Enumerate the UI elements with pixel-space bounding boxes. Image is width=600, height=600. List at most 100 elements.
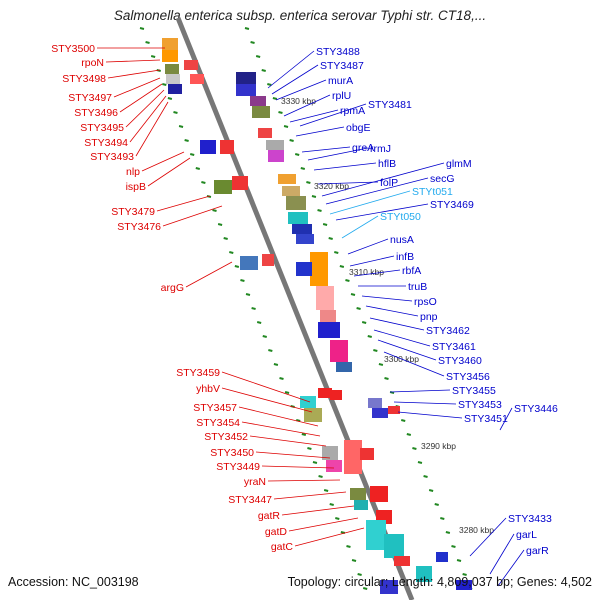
gene-label-left: STY3496 — [74, 107, 118, 119]
gene-label-left: yhbV — [196, 383, 220, 395]
genome-info: Topology: circular; Length: 4,809,037 bp… — [287, 575, 592, 589]
gene-block — [236, 84, 256, 96]
ruler-tick — [328, 237, 333, 240]
gene-label-left: yraN — [244, 476, 266, 488]
ruler-tick — [417, 461, 423, 464]
leader-line — [267, 50, 315, 89]
leader-line — [105, 59, 161, 63]
gene-block — [166, 74, 180, 84]
ruler-tick — [456, 559, 462, 562]
leader-line — [469, 517, 507, 557]
ruler-tick — [178, 125, 184, 128]
gene-label-right: STY3469 — [430, 199, 474, 211]
gene-block — [262, 254, 274, 266]
ruler-tick — [195, 167, 201, 170]
ruler-tick — [167, 97, 173, 100]
gene-block — [250, 96, 266, 106]
ruler-tick — [335, 517, 340, 520]
ruler-tick — [268, 349, 273, 352]
leader-line — [119, 83, 163, 113]
ruler-tick — [145, 41, 150, 44]
gene-block — [344, 440, 362, 474]
ruler-tick — [362, 587, 368, 590]
gene-block — [184, 60, 198, 70]
leader-line — [377, 339, 437, 361]
gene-block — [220, 140, 234, 154]
ruler-tick — [278, 111, 283, 114]
ruler-tick — [150, 55, 156, 58]
ruler-tick — [339, 265, 345, 268]
ruler-tick — [217, 223, 223, 226]
gene-label-right: STY3487 — [320, 60, 364, 72]
gene-label-left: gatC — [271, 541, 294, 553]
leader-line — [335, 203, 429, 221]
ruler-tick — [234, 265, 240, 268]
ruler-tick — [356, 307, 361, 310]
gene-block — [366, 520, 386, 550]
ruler-tick — [350, 293, 356, 296]
gene-block — [394, 556, 410, 566]
gene-block — [326, 460, 342, 472]
gene-block — [318, 388, 332, 398]
leader-line — [255, 451, 331, 459]
leader-line — [294, 527, 365, 547]
gene-label-right: nusA — [390, 234, 414, 246]
leader-line — [241, 421, 321, 437]
leader-line — [489, 533, 515, 575]
gene-label-left: STY3457 — [193, 402, 237, 414]
ruler-tick — [267, 83, 272, 86]
gene-block — [162, 38, 178, 50]
gene-block — [368, 398, 382, 408]
gene-block — [318, 322, 340, 338]
genome-title: Salmonella enterica subsp. enterica sero… — [113, 8, 487, 23]
leader-line — [113, 77, 161, 98]
gene-label-right: STY3462 — [426, 325, 470, 337]
ruler-tick — [184, 139, 189, 142]
leader-line — [295, 126, 345, 137]
gene-block — [304, 408, 322, 422]
ruler-tick — [245, 293, 251, 296]
ruler-tick — [300, 167, 306, 170]
leader-line — [289, 109, 339, 123]
gene-label-right: STY3456 — [446, 371, 490, 383]
leader-line — [497, 549, 525, 587]
gene-label-right: rbfA — [402, 265, 421, 277]
leader-line — [249, 435, 327, 447]
gene-label-right: STYt050 — [380, 211, 421, 223]
ruler-tick — [295, 419, 301, 422]
ruler-tick — [273, 363, 279, 366]
ruler-tick — [367, 335, 372, 338]
leader-line — [317, 181, 379, 185]
gene-block — [300, 396, 316, 408]
ruler-tick — [240, 279, 245, 282]
gene-block — [336, 362, 352, 372]
gene-label-right: hflB — [378, 158, 396, 170]
gene-label-left: argG — [161, 282, 184, 294]
ruler-tick — [462, 573, 467, 576]
gene-block — [456, 580, 472, 590]
leader-line — [162, 205, 223, 227]
ruler-tick — [361, 321, 367, 324]
gene-block — [310, 252, 328, 286]
gene-label-left: STY3479 — [111, 206, 155, 218]
gene-block — [316, 286, 334, 310]
leader-line — [156, 195, 211, 212]
ruler-tick — [351, 559, 357, 562]
gene-label-right: secG — [430, 173, 455, 185]
gene-label-left: STY3447 — [228, 494, 272, 506]
gene-block — [292, 224, 312, 234]
gene-label-right: STY3461 — [432, 341, 476, 353]
gene-label-right: garR — [526, 545, 549, 557]
leader-line — [135, 101, 169, 157]
gene-block — [296, 262, 312, 276]
gene-label-right: STY3451 — [464, 413, 508, 425]
gene-block — [165, 64, 179, 74]
ruler-tick — [384, 377, 389, 380]
gene-block — [384, 534, 404, 558]
gene-block — [258, 128, 272, 138]
gene-label-right: STY3455 — [452, 385, 496, 397]
gene-block — [278, 174, 296, 184]
ruler-tick — [223, 237, 228, 240]
gene-label-right: infB — [396, 251, 414, 263]
leader-line — [349, 255, 395, 267]
